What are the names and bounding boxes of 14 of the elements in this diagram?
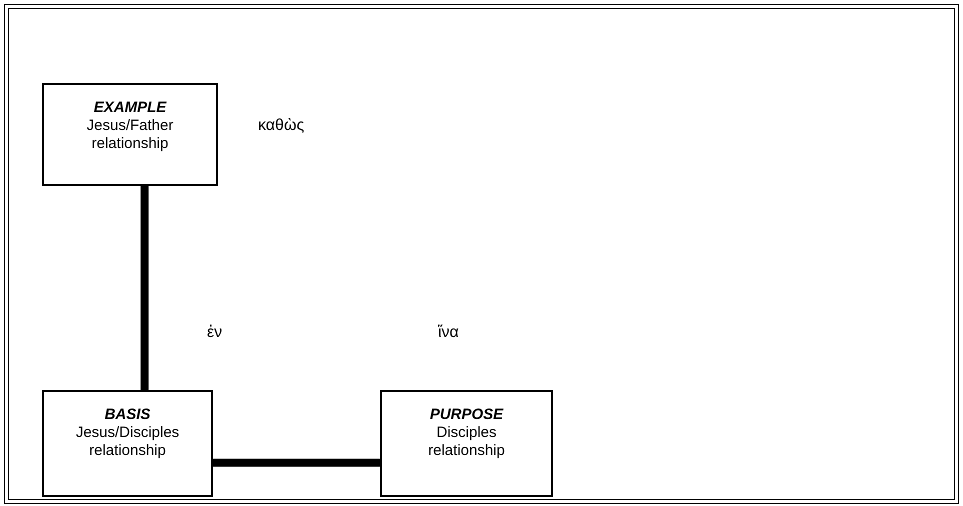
box-text: Disciples relationship bbox=[427, 424, 506, 460]
box-heading: EXAMPLE bbox=[94, 99, 166, 117]
greek-word: ἵνα bbox=[438, 324, 459, 342]
concept-box bbox=[380, 390, 553, 497]
concept-box bbox=[42, 83, 218, 186]
connector-line bbox=[140, 186, 149, 390]
greek-word: ἐν bbox=[207, 324, 222, 342]
box-heading: PURPOSE bbox=[430, 406, 504, 424]
box-text: Jesus/Father relationship bbox=[86, 117, 174, 153]
box-text: Jesus/Disciples relationship bbox=[74, 424, 180, 460]
greek-word: καθὼς bbox=[258, 117, 304, 135]
connector-line bbox=[213, 458, 380, 467]
box-heading: BASIS bbox=[104, 406, 150, 424]
concept-box bbox=[42, 390, 213, 497]
